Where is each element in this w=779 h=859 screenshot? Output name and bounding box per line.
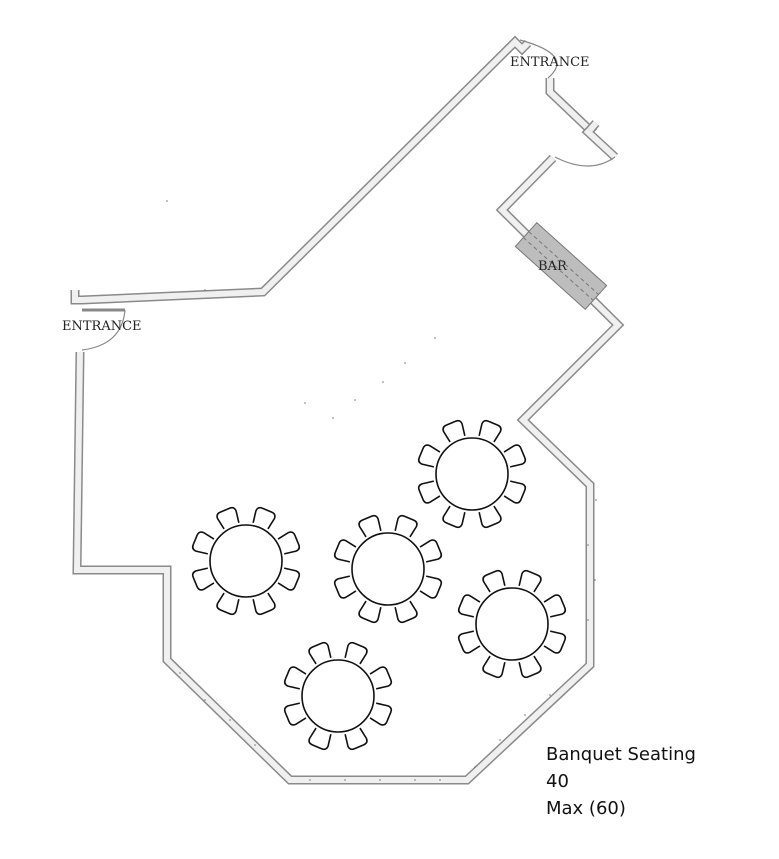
window-mark bbox=[439, 779, 441, 781]
chair bbox=[482, 655, 506, 679]
tables bbox=[191, 419, 567, 751]
window-mark bbox=[524, 714, 526, 716]
wall-fill bbox=[547, 78, 593, 133]
chair bbox=[417, 480, 441, 504]
wall-fill bbox=[587, 121, 599, 132]
chair bbox=[277, 567, 301, 591]
chair bbox=[417, 444, 441, 468]
table-top bbox=[209, 524, 283, 598]
door-left bbox=[81, 308, 126, 351]
chair bbox=[394, 600, 418, 624]
chair bbox=[419, 575, 443, 599]
round-table bbox=[333, 514, 443, 624]
window-mark bbox=[587, 544, 589, 546]
round-table bbox=[417, 419, 527, 529]
chair bbox=[216, 506, 240, 530]
window-mark bbox=[309, 779, 311, 781]
chair bbox=[252, 506, 276, 530]
chair bbox=[369, 666, 393, 690]
window-mark bbox=[549, 694, 551, 696]
chair bbox=[283, 666, 307, 690]
window-mark bbox=[382, 381, 384, 383]
window-mark bbox=[404, 362, 406, 364]
bar bbox=[514, 221, 608, 311]
chair bbox=[277, 531, 301, 555]
chair bbox=[478, 419, 502, 443]
chair bbox=[344, 727, 368, 751]
round-table bbox=[457, 569, 567, 679]
table-top bbox=[351, 532, 425, 606]
window-mark bbox=[474, 766, 476, 768]
chair bbox=[478, 505, 502, 529]
seating-max: Max (60) bbox=[546, 798, 626, 819]
chair bbox=[308, 641, 332, 665]
chair bbox=[457, 630, 481, 654]
walls bbox=[70, 35, 625, 785]
window-mark bbox=[354, 399, 356, 401]
chair bbox=[333, 539, 357, 563]
chair bbox=[333, 575, 357, 599]
chair bbox=[518, 655, 542, 679]
chair bbox=[457, 594, 481, 618]
window-mark bbox=[595, 499, 597, 501]
chair bbox=[442, 419, 466, 443]
chair bbox=[252, 592, 276, 616]
chair bbox=[358, 600, 382, 624]
window-mark bbox=[229, 719, 231, 721]
chair bbox=[543, 630, 567, 654]
window-mark bbox=[344, 779, 346, 781]
round-table bbox=[191, 506, 301, 616]
chair bbox=[394, 514, 418, 538]
window-mark bbox=[204, 699, 206, 701]
bar-label: BAR bbox=[538, 259, 568, 274]
chair bbox=[358, 514, 382, 538]
window-mark bbox=[204, 289, 206, 291]
chair bbox=[543, 594, 567, 618]
chair bbox=[482, 569, 506, 593]
chair bbox=[518, 569, 542, 593]
window-mark bbox=[587, 619, 589, 621]
window-mark bbox=[499, 739, 501, 741]
round-table bbox=[283, 641, 393, 751]
entrance-left-label: ENTRANCE bbox=[62, 319, 142, 334]
wall-outline bbox=[70, 35, 532, 305]
table-top bbox=[475, 587, 549, 661]
window-mark bbox=[332, 417, 334, 419]
chair bbox=[308, 727, 332, 751]
window-mark bbox=[434, 337, 436, 339]
chair bbox=[503, 444, 527, 468]
chair bbox=[283, 702, 307, 726]
window-mark bbox=[254, 744, 256, 746]
chair bbox=[503, 480, 527, 504]
chair bbox=[191, 567, 215, 591]
seating-count: 40 bbox=[546, 771, 569, 792]
door-top bbox=[519, 39, 558, 79]
chair bbox=[344, 641, 368, 665]
chair bbox=[419, 539, 443, 563]
window-mark bbox=[179, 672, 181, 674]
chair bbox=[191, 531, 215, 555]
chair bbox=[442, 505, 466, 529]
seating-type: Banquet Seating bbox=[546, 744, 696, 765]
table-top bbox=[301, 659, 375, 733]
entrance-top-label: ENTRANCE bbox=[510, 55, 590, 70]
window-mark bbox=[379, 779, 381, 781]
wall-fill bbox=[72, 37, 531, 303]
door-right bbox=[554, 156, 616, 167]
chair bbox=[216, 592, 240, 616]
window-mark bbox=[166, 200, 168, 202]
wall-fill bbox=[73, 155, 623, 783]
window-mark bbox=[594, 579, 596, 581]
window-mark bbox=[414, 779, 416, 781]
window-mark bbox=[304, 402, 306, 404]
chair bbox=[369, 702, 393, 726]
table-top bbox=[435, 437, 509, 511]
